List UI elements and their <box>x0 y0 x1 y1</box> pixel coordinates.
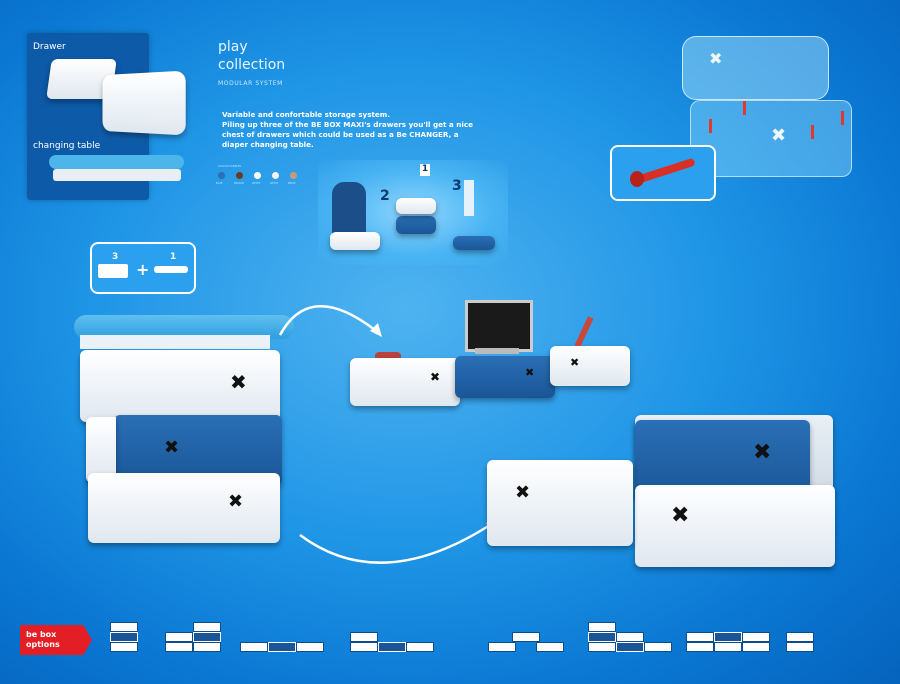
option-box <box>686 632 714 642</box>
connector-callout <box>610 145 716 201</box>
mini-drawer-icon <box>98 264 128 278</box>
mini-top-icon <box>154 266 188 273</box>
arrow-to-tv-unit <box>278 305 382 337</box>
option-box <box>714 642 742 652</box>
bench-drawer-right: ✖ <box>635 485 835 567</box>
colour-swatch[interactable] <box>254 172 261 179</box>
step-3-label: 3 <box>452 178 462 194</box>
combo-callout: 3 + 1 <box>90 242 196 294</box>
count-tops: 1 <box>170 252 177 262</box>
drawer-bottom: ✖ <box>88 473 280 543</box>
colour-swatch[interactable] <box>272 172 279 179</box>
page-subtitle: MODULAR SYSTEM <box>218 80 283 87</box>
chest-of-drawers: ✖ ✖ ✖ <box>70 315 300 575</box>
tv-icon <box>465 300 533 352</box>
changing-table-label: changing table <box>33 141 101 151</box>
option-box <box>512 632 540 642</box>
option-box <box>350 632 378 642</box>
option-box <box>588 622 616 632</box>
assembly-photo: 2 1 3 <box>318 160 508 265</box>
colour-swatch[interactable] <box>236 172 243 179</box>
step-1-label: 1 <box>420 164 430 176</box>
arrow-to-bench <box>299 519 500 564</box>
colour-swatch-label: WHITE <box>270 182 279 185</box>
option-box <box>378 642 406 652</box>
option-box <box>686 642 714 652</box>
product-panel: Drawer changing table <box>27 33 186 200</box>
option-box <box>110 642 138 652</box>
drawer-front <box>102 70 186 136</box>
bench-configuration: ✖ ✖ ✖ <box>485 415 845 575</box>
option-box <box>742 642 770 652</box>
colour-samples-label: COLOUR SAMPLES <box>218 165 241 168</box>
bench-drawer-left: ✖ <box>487 460 633 546</box>
option-box <box>240 642 268 652</box>
option-box <box>488 642 516 652</box>
option-box <box>110 622 138 632</box>
option-box <box>616 642 644 652</box>
options-strip <box>110 618 830 663</box>
option-box <box>406 642 434 652</box>
option-box <box>110 632 138 642</box>
towel <box>464 180 474 216</box>
drawer-top: ✖ <box>80 350 280 422</box>
option-box <box>296 642 324 652</box>
option-box <box>714 632 742 642</box>
plus-sign: + <box>136 260 150 279</box>
be-box-options-button[interactable]: be box options <box>20 625 92 655</box>
option-box <box>350 642 378 652</box>
option-box <box>268 642 296 652</box>
option-box <box>616 632 644 642</box>
option-box <box>588 632 616 642</box>
colour-swatch-label: BEIGE <box>288 182 296 185</box>
option-box <box>644 642 672 652</box>
option-box <box>193 642 221 652</box>
description: Variable and confortable storage system.… <box>222 110 473 149</box>
lamp-icon <box>574 316 594 348</box>
colour-swatch[interactable] <box>218 172 225 179</box>
option-box <box>588 642 616 652</box>
step-2-label: 2 <box>380 188 390 204</box>
option-box <box>193 622 221 632</box>
ghost-drawer-top: ✖ <box>682 36 829 100</box>
ghost-drawer-bottom: ✖ <box>690 100 852 177</box>
tv-unit-configuration: ✖ ✖ ✖ <box>345 300 635 420</box>
colour-swatch[interactable] <box>290 172 297 179</box>
option-box <box>536 642 564 652</box>
colour-swatch-label: BLUE <box>216 182 223 185</box>
colour-swatch-label: BROWN <box>234 182 244 185</box>
page-title: play collection <box>218 39 286 73</box>
option-box <box>786 632 814 642</box>
option-box <box>165 642 193 652</box>
option-box <box>165 632 193 642</box>
colour-swatch-label: WHITE <box>252 182 261 185</box>
option-box <box>742 632 770 642</box>
drawer-label: Drawer <box>33 42 66 52</box>
count-drawers: 3 <box>112 252 119 262</box>
changing-table-image <box>49 155 184 169</box>
colour-swatches: BLUE BROWN WHITE WHITE BEIGE <box>216 172 308 188</box>
option-box <box>786 642 814 652</box>
option-box <box>193 632 221 642</box>
person-figure <box>332 182 366 240</box>
